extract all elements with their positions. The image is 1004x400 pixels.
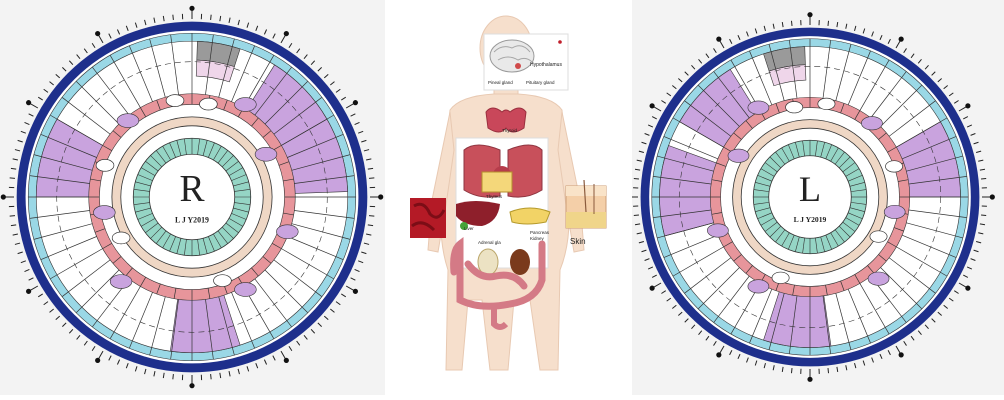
organ-marker bbox=[728, 149, 749, 162]
clock-marker bbox=[650, 103, 655, 108]
organ-marker bbox=[214, 275, 232, 287]
clock-marker bbox=[95, 31, 100, 36]
organ-marker bbox=[117, 114, 139, 128]
iris-side-letter: R bbox=[179, 169, 204, 210]
organ-marker bbox=[870, 231, 887, 242]
clock-marker bbox=[807, 12, 812, 17]
organ-marker bbox=[93, 206, 115, 220]
iris-signature: L J Y2019 bbox=[175, 216, 209, 225]
clock-marker bbox=[899, 37, 904, 42]
organ-marker bbox=[818, 98, 835, 109]
left-iris-chart: L L J Y2019 bbox=[632, 0, 1004, 395]
thymus-icon bbox=[482, 172, 512, 192]
brain-icon bbox=[490, 40, 534, 72]
label-adrenal: Adrenal gla bbox=[478, 240, 501, 245]
left-iris-panel: L L J Y2019 bbox=[632, 0, 1004, 395]
marker-dot bbox=[558, 40, 562, 44]
organ-marker bbox=[748, 280, 769, 293]
organ-marker bbox=[748, 101, 769, 114]
organ-marker bbox=[110, 275, 132, 289]
label-kidney: Kidney bbox=[530, 236, 545, 241]
organ-marker bbox=[861, 117, 882, 130]
organ-marker bbox=[96, 159, 114, 171]
organ-marker bbox=[199, 98, 217, 110]
organ-marker bbox=[276, 225, 298, 239]
organ-marker bbox=[255, 147, 277, 161]
organ-marker bbox=[884, 205, 905, 218]
clock-marker bbox=[378, 194, 383, 199]
clock-marker bbox=[284, 31, 289, 36]
clock-marker bbox=[990, 194, 995, 199]
label-thyroid: Thyroid bbox=[502, 128, 518, 133]
organ-marker bbox=[166, 95, 184, 107]
clock-marker bbox=[716, 352, 721, 357]
organ-marker bbox=[235, 283, 257, 297]
label-pancreas: Pancreas bbox=[530, 230, 550, 235]
organ-marker bbox=[868, 272, 889, 285]
anatomy-panel: Hypothalamus Pineal gland Pituitary glan… bbox=[390, 0, 626, 395]
clock-marker bbox=[965, 103, 970, 108]
clock-marker bbox=[965, 286, 970, 291]
label-skin: Skin bbox=[570, 237, 586, 246]
clock-marker bbox=[716, 37, 721, 42]
clock-marker bbox=[26, 289, 31, 294]
pancreas-icon bbox=[510, 208, 550, 224]
label-hypothalamus: Hypothalamus bbox=[530, 62, 562, 68]
organ-marker bbox=[707, 224, 728, 237]
right-iris-panel: R L J Y2019 bbox=[0, 0, 385, 395]
organ-marker bbox=[786, 101, 803, 112]
anatomy-diagram: Hypothalamus Pineal gland Pituitary glan… bbox=[390, 0, 626, 395]
iris-side-letter: L bbox=[799, 169, 821, 209]
organ-marker bbox=[235, 98, 257, 112]
label-liver: Liver bbox=[464, 226, 474, 231]
clock-marker bbox=[26, 100, 31, 105]
clock-marker bbox=[189, 383, 194, 388]
label-pineal: Pineal gland bbox=[488, 80, 513, 85]
kidney-icon bbox=[510, 249, 530, 275]
right-iris-chart: R L J Y2019 bbox=[0, 0, 385, 395]
organ-marker bbox=[772, 272, 789, 283]
label-pituitary: Pituitary gland bbox=[526, 80, 555, 85]
clock-marker bbox=[1, 194, 6, 199]
clock-marker bbox=[353, 289, 358, 294]
clock-marker bbox=[284, 358, 289, 363]
clock-marker bbox=[807, 377, 812, 382]
iris-signature: L J Y2019 bbox=[794, 215, 827, 224]
clock-marker bbox=[650, 286, 655, 291]
organ-marker bbox=[885, 161, 902, 172]
clock-marker bbox=[189, 6, 194, 11]
clock-marker bbox=[899, 352, 904, 357]
organ-marker bbox=[112, 232, 130, 244]
clock-marker bbox=[95, 358, 100, 363]
clock-marker bbox=[353, 100, 358, 105]
label-thymus: Thymus bbox=[486, 194, 503, 199]
